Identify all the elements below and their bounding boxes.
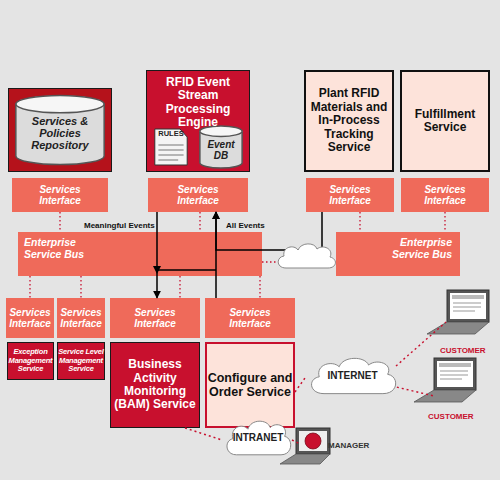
service-box: Exception Management Service [7, 342, 54, 380]
node-text: Services Interface [167, 184, 229, 206]
node-text: Event DB [199, 139, 243, 161]
bus-link [179, 276, 180, 298]
interface-box: Services Interface [57, 298, 105, 338]
node-text: INTRANET [233, 432, 284, 443]
interface-box: Services Interface [401, 178, 489, 212]
bus-link [359, 212, 360, 232]
node-text: Services Interface [414, 184, 476, 206]
node-text: Enterprise Service Bus [370, 237, 452, 261]
edge-label: All Events [226, 221, 265, 230]
node-text: RFID Event Stream Processing Engine [147, 76, 249, 130]
customer-laptop [427, 290, 489, 334]
event-arrow [156, 212, 158, 298]
node-text: Fulfillment Service [402, 108, 488, 135]
node-text: RULES [158, 130, 183, 138]
bus-cloud [278, 244, 335, 268]
node-text: Business Activity Monitoring (BAM) Servi… [111, 358, 199, 412]
bus-link [444, 212, 445, 232]
node-text: Services Interface [29, 184, 91, 206]
bus-link [199, 212, 200, 232]
bus-link [185, 428, 222, 440]
interface-box: Services Interface [306, 178, 394, 212]
bus-link [259, 276, 260, 298]
network-link [292, 440, 300, 444]
node-text: Services Interface [124, 307, 186, 329]
service-box: Fulfillment Service [400, 70, 490, 172]
interface-box: Services Interface [12, 178, 108, 212]
node-text: Services Interface [319, 184, 381, 206]
interface-box: Services Interface [110, 298, 200, 338]
node-text: INTERNET [328, 370, 378, 381]
interface-box: Services Interface [148, 178, 248, 212]
interface-box: Services Interface [6, 298, 54, 338]
bus-link [29, 276, 30, 298]
service-box: Service Level Management Service [57, 342, 105, 380]
customer-laptop [414, 358, 476, 402]
network-cloud: INTRANET [222, 418, 294, 458]
node-text: Enterprise Service Bus [24, 237, 106, 261]
node-text: Service Level Management Service [58, 348, 104, 373]
bus-link [295, 378, 305, 392]
network-link [396, 322, 446, 366]
role-label: CUSTOMER [428, 412, 474, 421]
rules-document: RULES [153, 127, 189, 167]
node-text: Exception Management Service [8, 348, 53, 373]
service-box: Configure and Order Service [205, 342, 295, 428]
bus-band: Enterprise Service Bus [336, 232, 460, 276]
edge-label: Meaningful Events [84, 221, 155, 230]
node-text: Configure and Order Service [207, 371, 293, 399]
service-box: Plant RFID Materials and In-Process Trac… [304, 70, 394, 172]
node-text: Services & Policies Repository [18, 115, 102, 152]
database-cylinder: Event DB [199, 125, 243, 169]
bus-link [80, 276, 81, 298]
role-label: CUSTOMER [440, 346, 486, 355]
interface-box: Services Interface [205, 298, 295, 338]
role-label: MANAGER [328, 441, 369, 450]
service-box: Business Activity Monitoring (BAM) Servi… [110, 342, 200, 428]
network-cloud: INTERNET [305, 355, 400, 397]
event-merge-line [157, 269, 216, 271]
engine-box: RFID Event Stream Processing EngineRULES… [146, 70, 250, 172]
repository-box: Services & Policies Repository [8, 88, 112, 172]
network-link [392, 386, 434, 396]
node-text: Services Interface [57, 307, 105, 329]
bus-link [59, 212, 60, 232]
node-text: Services Interface [6, 307, 54, 329]
event-arrow [215, 212, 217, 298]
bus-band: Enterprise Service Bus [18, 232, 262, 276]
node-text: Plant RFID Materials and In-Process Trac… [306, 87, 392, 154]
node-text: Services Interface [219, 307, 281, 329]
